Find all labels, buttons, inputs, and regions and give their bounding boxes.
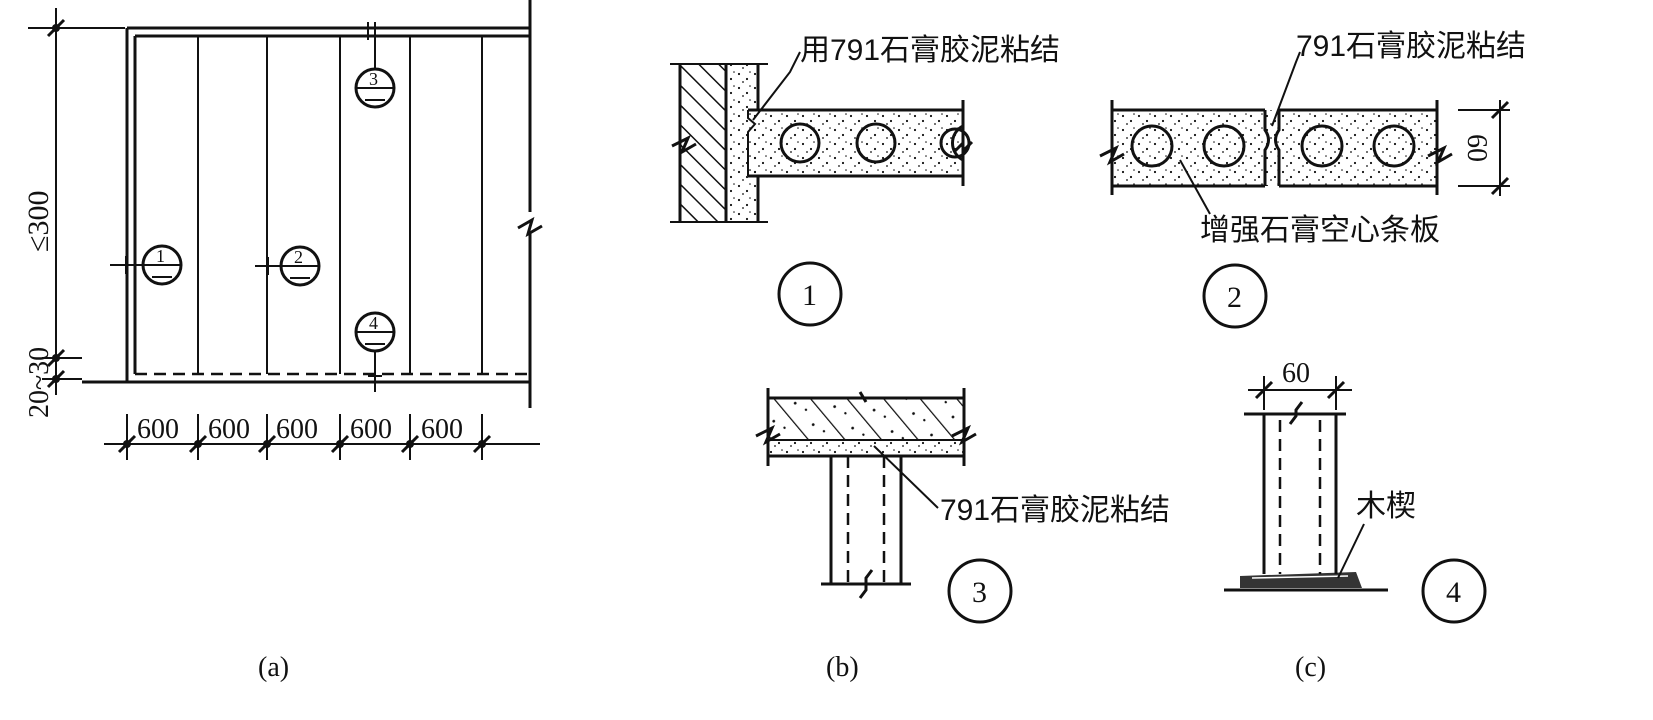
dim-thickness-60: 60 (1461, 134, 1492, 162)
section-marker-1: 1 (110, 244, 183, 286)
label-joint-wall: 用791石膏胶泥粘结 (800, 34, 1060, 67)
section-marker-number: 2 (294, 247, 303, 267)
section-marker-3: 3 (354, 22, 396, 109)
section-marker-number: 1 (156, 246, 165, 266)
label-wood-wedge: 木楔 (1356, 490, 1416, 523)
spacing-label: 600 (137, 414, 179, 445)
label-joint-ceiling: 791石膏胶泥粘结 (940, 494, 1170, 527)
caption-a: (a) (258, 652, 289, 683)
caption-b: (b) (826, 652, 859, 683)
detail-marker-3: 3 (972, 576, 987, 609)
spacing-label: 600 (208, 414, 250, 445)
spacing-label: 600 (421, 414, 463, 445)
dim-gap-20-30: 20~30 (24, 347, 55, 418)
label-joint-panel: 791石膏胶泥粘结 (1296, 30, 1526, 63)
detail-marker-1: 1 (802, 279, 817, 312)
dim-width-60: 60 (1282, 358, 1310, 389)
detail-2-panel-to-panel: 60 791石膏胶泥粘结 增强石膏空心条板 2 (1099, 30, 1526, 329)
caption-c: (c) (1295, 652, 1326, 683)
vertical-dimension: ≤300 20~30 (22, 8, 125, 418)
section-marker-2: 2 (255, 245, 321, 287)
horizontal-dimension: 600 600 600 600 600 (104, 414, 540, 460)
label-gypsum-panel: 增强石膏空心条板 (1200, 214, 1440, 247)
detail-3-panel-to-ceiling: 791石膏胶泥粘结 3 (755, 388, 1170, 624)
detail-marker-2: 2 (1227, 281, 1242, 314)
section-marker-4: 4 (354, 311, 396, 392)
detail-1-panel-to-wall: 用791石膏胶泥粘结 1 (670, 34, 1060, 327)
detail-4-panel-to-floor: 60 木楔 4 (1224, 358, 1487, 624)
section-marker-number: 4 (369, 313, 378, 333)
spacing-label: 600 (350, 414, 392, 445)
dim-max-300: ≤300 (22, 191, 55, 252)
detail-marker-4: 4 (1446, 576, 1461, 609)
section-marker-number: 3 (369, 69, 378, 89)
wall-frame (82, 0, 543, 408)
panel-joint-lines (197, 36, 483, 374)
figure-a-elevation: ≤300 20~30 600 600 600 (22, 0, 543, 683)
spacing-label: 600 (276, 414, 318, 445)
